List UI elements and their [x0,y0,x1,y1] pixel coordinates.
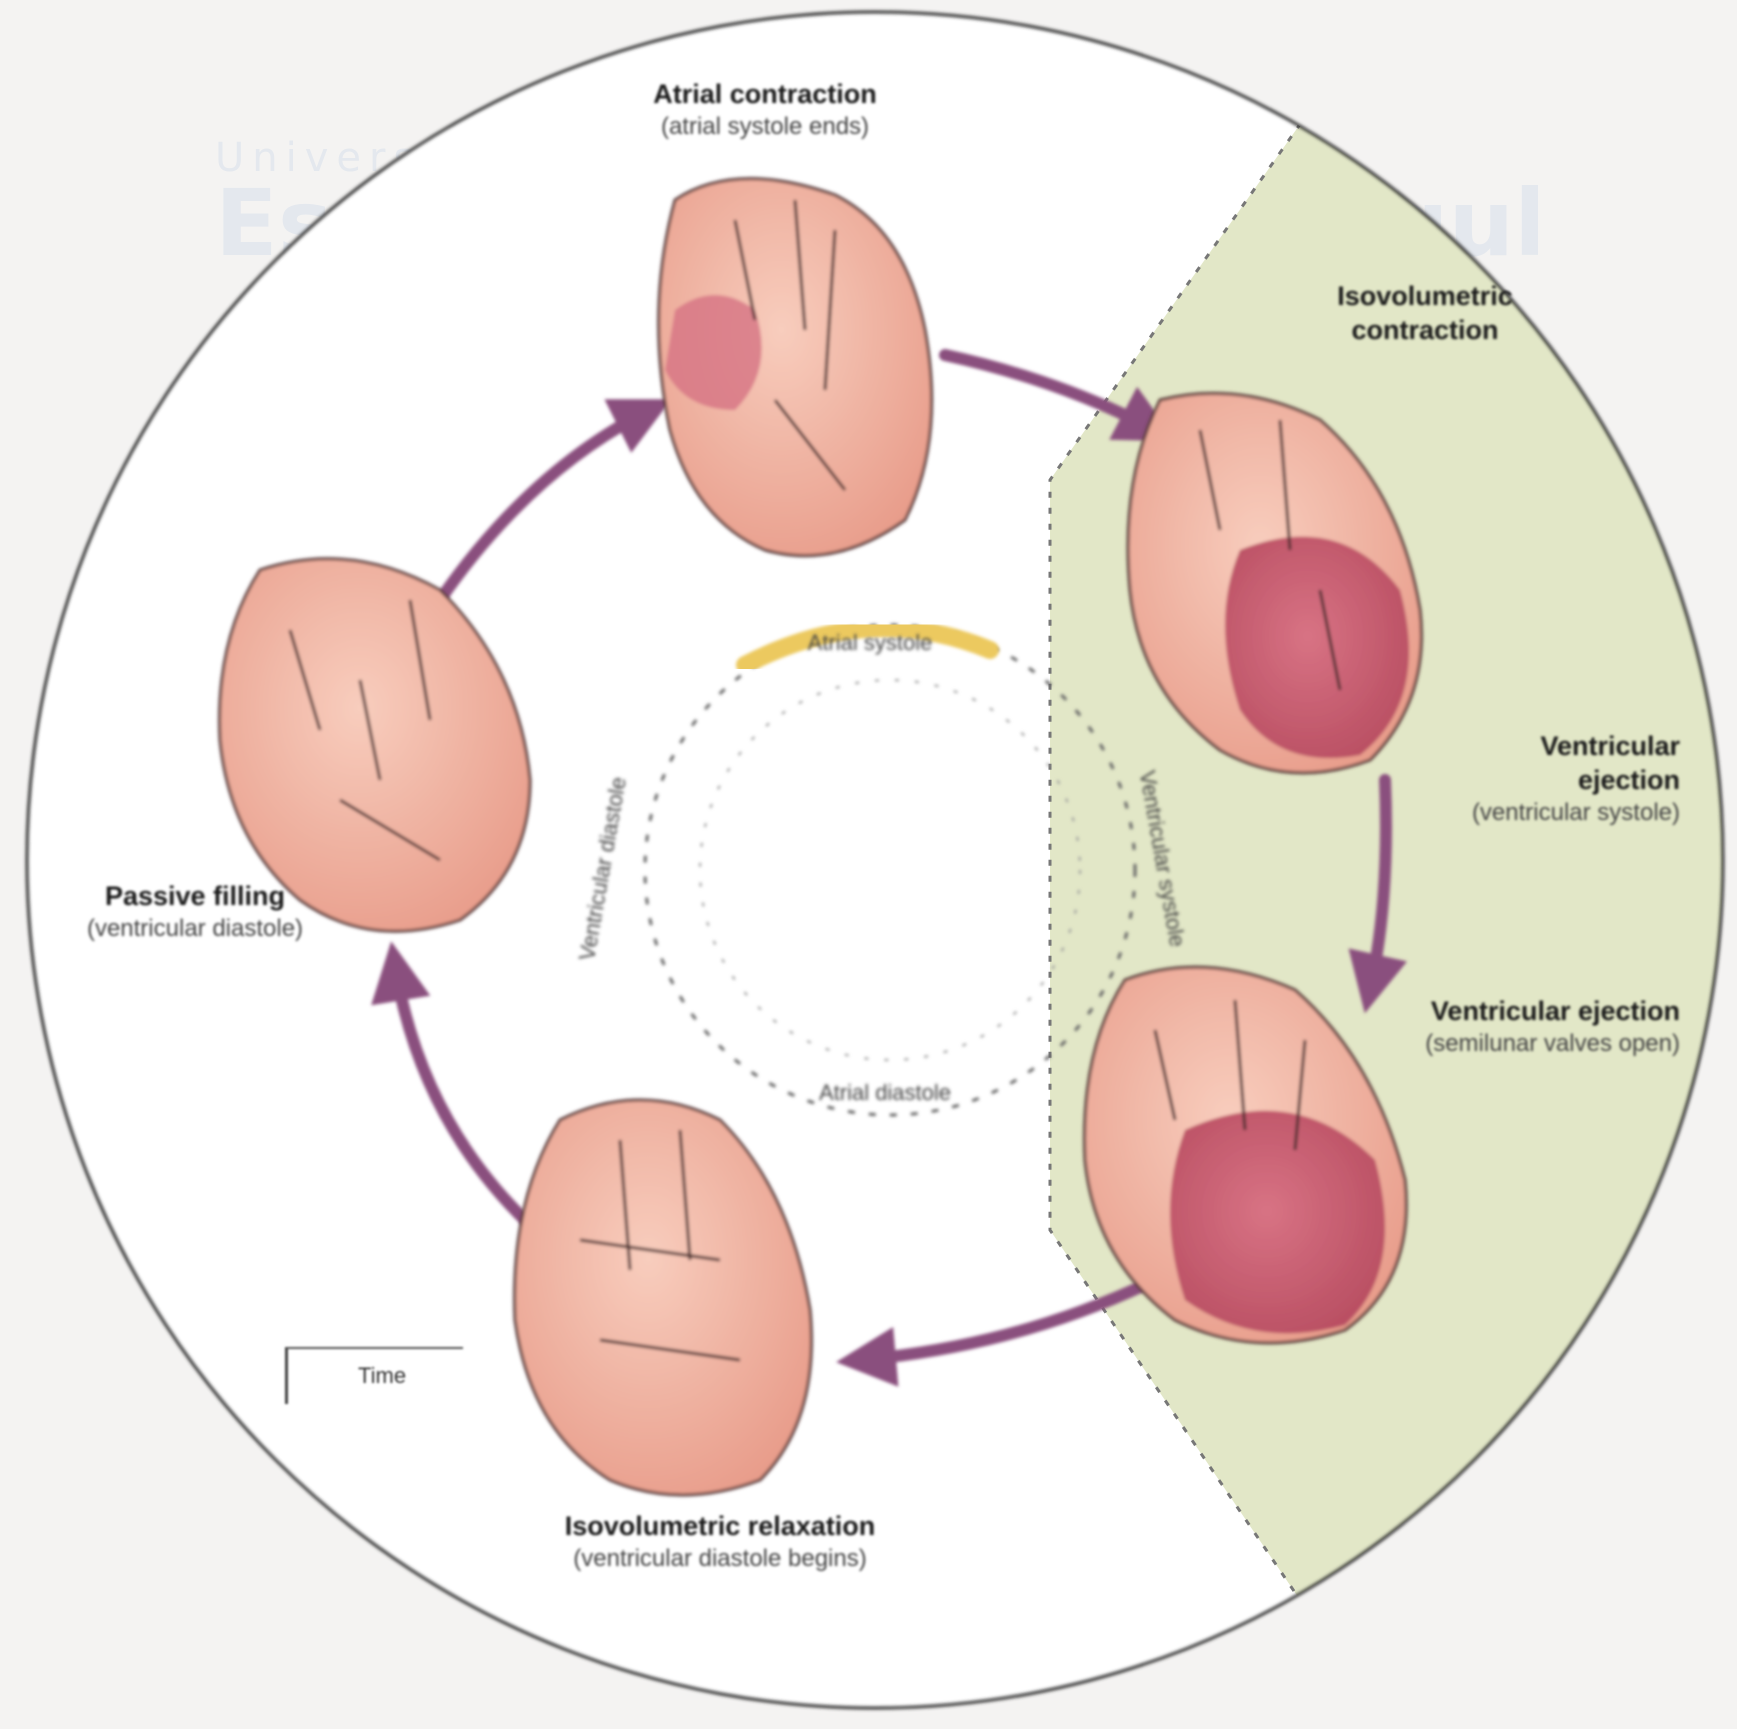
stage-subtitle-right-lower: (semilunar valves open) [1425,1029,1680,1059]
stage-subtitle-left: (ventricular diastole) [70,914,320,944]
stage-title-top: Atrial contraction [570,78,960,112]
stage-label-right-upper: Isovolumetric contraction [1295,280,1555,348]
center-bottom-label: Atrial diastole [819,1080,951,1105]
stage-label-right-lower: Ventricular ejection (semilunar valves o… [1425,995,1680,1059]
time-legend: Time [285,1347,463,1404]
stage-title-left: Passive filling [70,880,320,914]
stage-label-left: Passive filling (ventricular diastole) [70,880,320,944]
stage-subtitle-right-middle: (ventricular systole) [1460,798,1680,828]
center-top-label: Atrial systole [808,630,933,655]
stage-label-top: Atrial contraction (atrial systole ends) [570,78,960,142]
stage-title-right-upper: Isovolumetric contraction [1295,280,1555,348]
stage-subtitle-bottom: (ventricular diastole begins) [480,1544,960,1574]
stage-subtitle-top: (atrial systole ends) [570,112,960,142]
stage-title-bottom: Isovolumetric relaxation [480,1510,960,1544]
stage-label-bottom: Isovolumetric relaxation (ventricular di… [480,1510,960,1574]
stage-title-right-middle: Ventricular ejection [1460,730,1680,798]
time-legend-label: Time [358,1363,406,1389]
stage-title-right-lower: Ventricular ejection [1425,995,1680,1029]
stage-label-right-middle: Ventricular ejection (ventricular systol… [1460,730,1680,828]
